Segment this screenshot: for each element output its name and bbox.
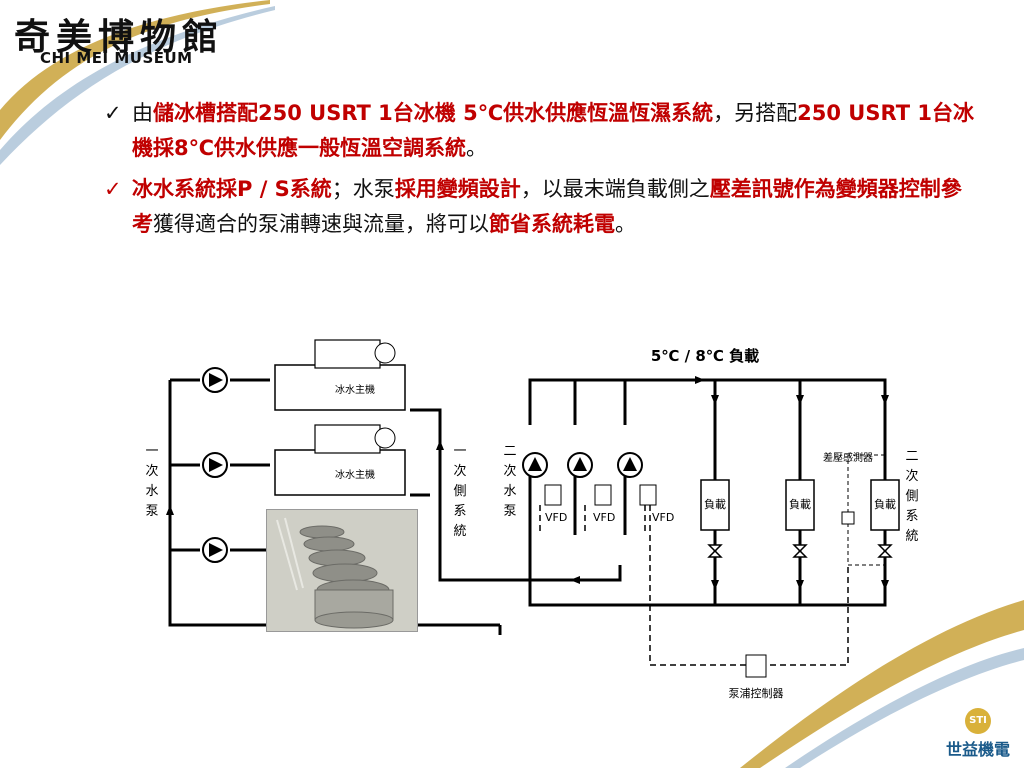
sti-circle-icon: STI: [965, 708, 991, 734]
vfd-3: VFD: [639, 484, 674, 524]
bullet-1-seg-5: 。: [466, 136, 488, 160]
secondary-side-label-char-2: 次: [905, 468, 918, 484]
bullet-1-seg-3: ，另搭配: [713, 101, 798, 125]
primary-pump-2: [202, 452, 228, 478]
secondary-pump-label-char-4: 泵: [503, 504, 516, 519]
secondary-pump-2: [567, 452, 593, 478]
chiller-2-label: 冰水主機: [335, 468, 375, 481]
load-3-label: 負載: [874, 498, 896, 511]
bullet-2-seg-5: 壓差訊號作為變頻器控制參考: [132, 177, 962, 236]
secondary-side-label-char-4: 系: [905, 509, 918, 524]
primary-pump-label: 一 次 水 泵: [145, 444, 158, 519]
primary-side-label-char-2: 次: [453, 463, 466, 479]
secondary-side-label-char-3: 側: [905, 489, 918, 504]
primary-pump-3: [202, 537, 228, 563]
primary-side-label: 一 次 側 系 統: [453, 444, 466, 539]
bullet-item-1: ✓ 由儲冰槽搭配250 USRT 1台冰機 5℃供水供應恆溫恆濕系統，另搭配25…: [104, 96, 974, 166]
primary-pump-label-char-4: 泵: [145, 504, 158, 519]
secondary-pump-label-char-1: 二: [503, 444, 516, 459]
bullet-2-seg-7: 節省系統耗電: [489, 212, 615, 236]
bullet-2-seg-2: ；水泵: [331, 177, 395, 201]
secondary-side-label-char-5: 統: [905, 529, 918, 544]
bullet-item-2: ✓ 冰水系統採P / S系統；水泵採用變頻設計，以最末端負載側之壓差訊號作為變頻…: [104, 172, 974, 242]
primary-pump-label-char-2: 次: [145, 463, 158, 479]
check-icon: ✓: [104, 177, 122, 201]
dp-sensor: 差壓感測器: [823, 451, 885, 566]
bullet-2-seg-4: ，以最末端負載側之: [520, 177, 710, 201]
chiller-2: 冰水主機: [274, 424, 406, 496]
vfd-2-label: VFD: [593, 511, 615, 524]
load-1: 負載: [700, 479, 730, 531]
load-2: 負載: [785, 479, 815, 531]
control-signal-lines: [539, 505, 849, 666]
bullet-1-seg-1: 由: [132, 101, 153, 125]
chiller-1-label: 冰水主機: [335, 383, 375, 396]
vfd-1: VFD: [544, 484, 567, 524]
bullet-2-seg-3: 採用變頻設計: [394, 177, 521, 201]
bullet-1-seg-2: 儲冰槽搭配250 USRT 1台冰機 5℃供水供應恆溫恆濕系統: [153, 101, 714, 125]
control-valves: [707, 544, 893, 558]
secondary-pump-label: 二 次 水 泵: [503, 444, 516, 519]
check-icon: ✓: [104, 101, 122, 125]
sti-brand-logo: STI 世益機電: [940, 708, 1016, 760]
load-3: 負載: [870, 479, 900, 531]
secondary-pump-label-char-2: 次: [503, 463, 516, 479]
museum-logo-chinese: 奇美博物館: [14, 16, 225, 58]
primary-side-label-char-1: 一: [453, 444, 466, 459]
secondary-side-label-char-1: 二: [905, 449, 918, 464]
pump-controller: 泵浦控制器: [729, 654, 784, 700]
primary-pump-label-char-3: 水: [145, 484, 158, 499]
primary-pump-1: [202, 367, 228, 393]
secondary-pump-3: [617, 452, 643, 478]
pump-controller-label: 泵浦控制器: [729, 686, 784, 700]
brand-name: 世益機電: [945, 740, 1010, 759]
ice-storage-tank-photo: [266, 509, 418, 632]
load-2-label: 負載: [789, 498, 811, 511]
bullet-2-seg-6: 獲得適合的泵浦轉速與流量，將可以: [153, 212, 489, 236]
bullet-2-seg-1: 冰水系統採P / S系統: [132, 177, 332, 201]
secondary-pump-1: [522, 452, 548, 478]
vfd-2: VFD: [593, 484, 615, 524]
primary-side-label-char-5: 統: [453, 524, 466, 539]
chiller-1: 冰水主機: [274, 339, 406, 411]
load-1-label: 負載: [704, 498, 726, 511]
bullet-1-seg-4: 250 USRT 1台冰機採8℃供水供應一般恆溫空調系統: [132, 101, 974, 160]
bullet-2-seg-8: 。: [615, 212, 636, 236]
primary-side-label-char-4: 系: [453, 504, 466, 519]
museum-logo-english: CHI MEI MUSEUM: [40, 49, 193, 67]
secondary-side-label: 二 次 側 系 統: [905, 449, 918, 544]
bullet-list: ✓ 由儲冰槽搭配250 USRT 1台冰機 5℃供水供應恆溫恆濕系統，另搭配25…: [104, 96, 974, 248]
primary-side-label-char-3: 側: [453, 484, 466, 499]
primary-pump-label-char-1: 一: [145, 444, 158, 459]
chilled-water-system-diagram: 冰水主機 冰水主機 一 次 水 泵 一 次 側 系 統 二 次 水 泵 二 次 …: [145, 339, 919, 700]
secondary-pump-label-char-3: 水: [503, 484, 516, 499]
load-temp-label: 5℃ / 8℃ 負載: [651, 347, 759, 365]
dp-sensor-label: 差壓感測器: [823, 451, 873, 464]
vfd-3-label: VFD: [652, 511, 674, 524]
vfd-1-label: VFD: [545, 511, 567, 524]
